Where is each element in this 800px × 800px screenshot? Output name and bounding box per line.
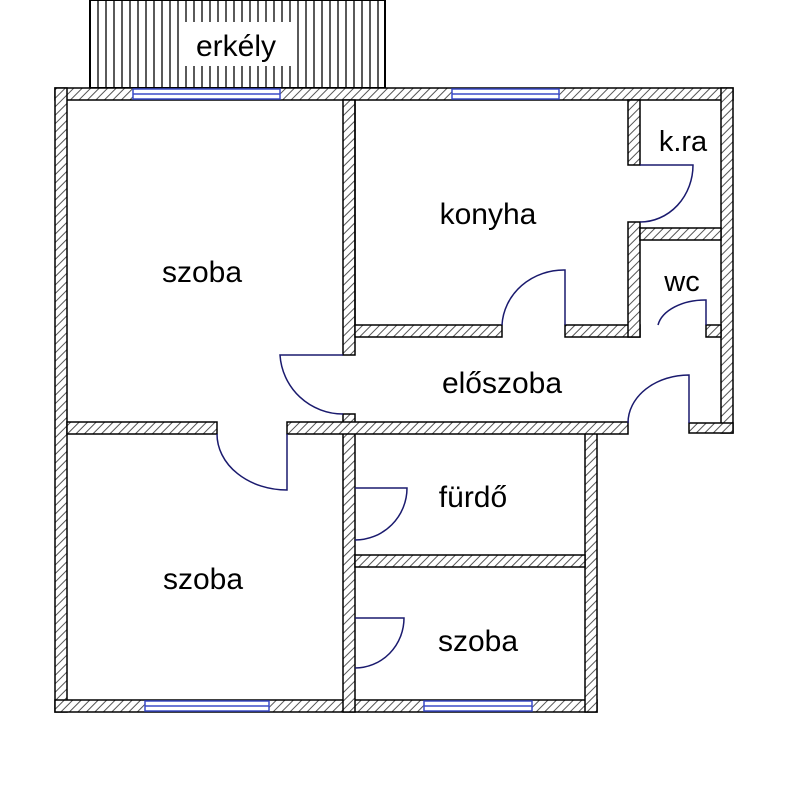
wall-hall-right-bottom <box>688 422 734 434</box>
wall-wc-bottom <box>705 324 722 338</box>
window-icon <box>144 700 270 712</box>
balcony-railing <box>89 0 386 89</box>
wall-outer-right-upper <box>720 87 734 434</box>
door-swing-icon <box>501 269 566 326</box>
room-label-room-top-left: szoba <box>162 256 242 289</box>
room-label-bathroom: fürdő <box>439 481 507 514</box>
door-swing-icon <box>639 164 694 223</box>
wall-middle-upper <box>342 99 356 356</box>
door-swing-icon <box>354 617 405 669</box>
room-label-pantry: k.ra <box>659 126 708 158</box>
wall-bathroom-right <box>584 422 598 713</box>
wall-pantry-left-bottom <box>627 221 641 338</box>
wall-middle-lower <box>342 413 356 713</box>
window-icon <box>423 700 533 712</box>
wall-outer-left <box>54 87 68 713</box>
wall-hall-bottom-mid <box>286 421 629 435</box>
windows <box>132 88 560 712</box>
door-swing-icon <box>279 354 344 415</box>
room-label-hallway: előszoba <box>442 367 562 400</box>
room-label-toilet: wc <box>663 266 699 298</box>
window-icon <box>132 88 281 100</box>
wall-hall-bottom-left <box>66 421 218 435</box>
room-label-kitchen: konyha <box>440 198 537 231</box>
room-label-balcony: erkély <box>196 30 276 63</box>
wall-kitchen-bottom-left <box>354 324 503 338</box>
room-label-room-bottom-left: szoba <box>163 563 243 596</box>
wall-pantry-left-top <box>627 99 641 166</box>
door-swing-icon <box>216 433 288 491</box>
doors <box>216 164 707 669</box>
door-swing-icon <box>657 299 707 326</box>
wall-pantry-bottom <box>639 227 722 241</box>
window-icon <box>451 88 560 100</box>
wall-bathroom-bottom <box>354 554 586 568</box>
door-swing-icon <box>627 374 690 424</box>
door-swing-icon <box>354 487 408 541</box>
room-label-room-small: szoba <box>438 625 518 658</box>
